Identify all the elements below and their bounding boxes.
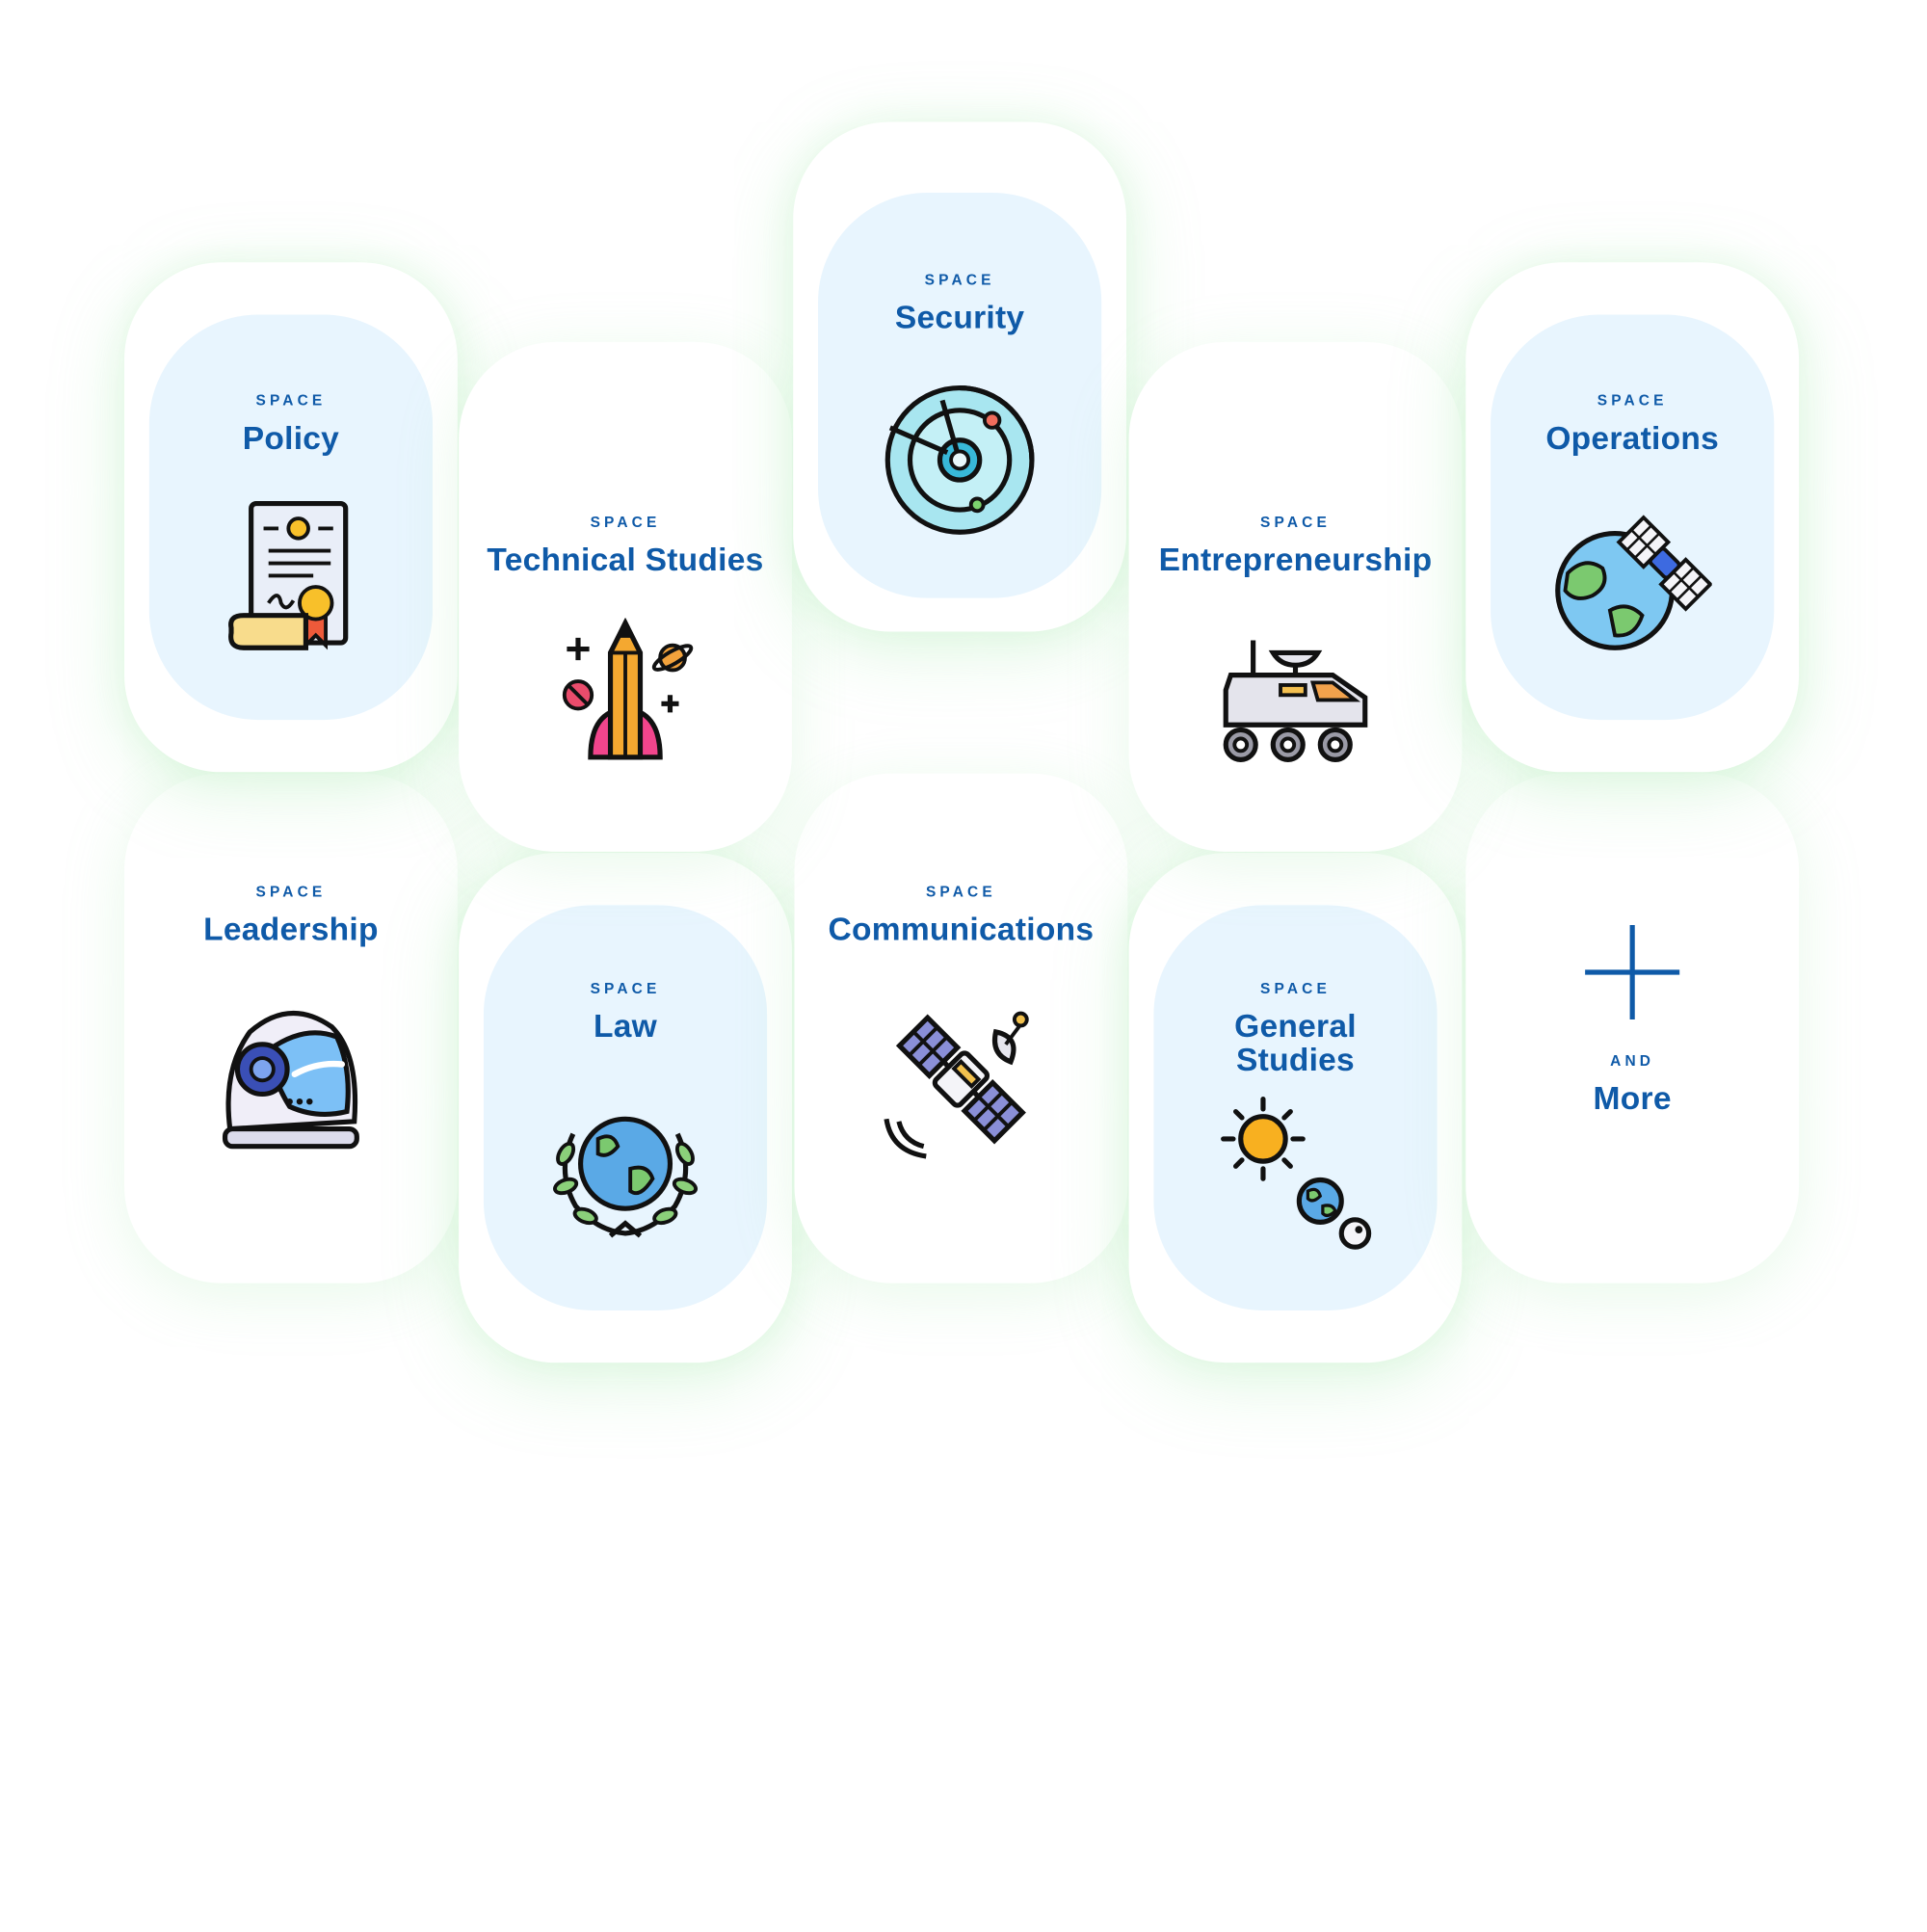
card-title: Operations: [1545, 418, 1720, 457]
earth-satellite-icon: [1553, 498, 1712, 652]
card-title: Leadership: [203, 910, 379, 948]
solar-system-icon: [1218, 1097, 1372, 1251]
card-kicker: SPACE: [1260, 979, 1331, 997]
card-title: Entrepreneurship: [1158, 541, 1433, 578]
card-general-studies[interactable]: SPACE General Studies: [1128, 853, 1463, 1363]
card-kicker: SPACE: [925, 883, 996, 901]
card-kicker: SPACE: [1597, 391, 1668, 410]
card-leadership[interactable]: SPACE Leadership: [124, 773, 458, 1284]
card-security[interactable]: SPACE Security: [793, 121, 1127, 632]
card-entrepreneurship[interactable]: SPACE Entrepreneurship: [1128, 341, 1463, 852]
card-inner-bubble: [1153, 905, 1438, 1310]
certificate-icon: [226, 498, 356, 652]
card-title: Communications: [828, 910, 1095, 948]
rocket-pencil-icon: [553, 618, 698, 762]
astronaut-helmet-icon: [218, 999, 364, 1153]
card-kicker: SPACE: [590, 979, 661, 997]
globe-laurel-icon: [548, 1097, 702, 1241]
card-title-line-1: General: [1234, 1007, 1357, 1045]
card-title-line-2: Studies: [1236, 1040, 1355, 1078]
card-title: Security: [894, 298, 1025, 336]
card-and-more[interactable]: AND More: [1465, 773, 1800, 1284]
card-title: Policy: [242, 418, 340, 457]
card-kicker: SPACE: [924, 271, 995, 289]
card-technical-studies[interactable]: SPACE Technical Studies: [459, 341, 792, 852]
card-title: Law: [593, 1007, 658, 1045]
card-kicker: SPACE: [1260, 513, 1331, 531]
card-policy[interactable]: SPACE Policy: [124, 262, 458, 773]
card-kicker: SPACE: [255, 391, 327, 410]
satellite-icon: [882, 999, 1041, 1159]
card-operations[interactable]: SPACE Operations: [1465, 262, 1800, 773]
card-kicker: AND: [1610, 1051, 1655, 1070]
card-title: Technical Studies: [487, 541, 764, 578]
card-title: More: [1593, 1078, 1672, 1117]
radar-icon: [883, 383, 1037, 537]
rover-icon: [1218, 635, 1372, 762]
card-communications[interactable]: SPACE Communications: [794, 773, 1128, 1284]
card-inner-bubble: [483, 905, 768, 1310]
card-inner-bubble: [1491, 314, 1775, 721]
plus-icon: [1583, 922, 1682, 1021]
card-law[interactable]: SPACE Law: [459, 853, 792, 1363]
card-kicker: SPACE: [255, 883, 327, 901]
card-kicker: SPACE: [590, 513, 661, 531]
